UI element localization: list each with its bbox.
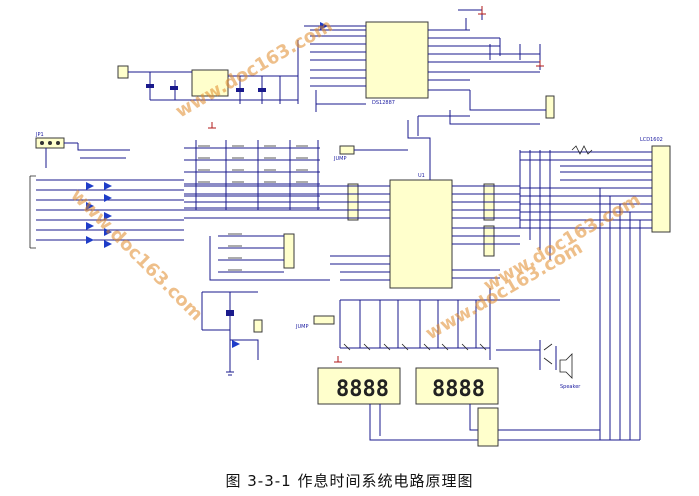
reset-resistor: [253, 319, 263, 333]
reset-circuit: [201, 291, 263, 376]
watermark-left: www.doc163.com: [66, 185, 207, 326]
regulator-chip: [191, 69, 229, 97]
mcu-chip-label: U1: [418, 173, 425, 179]
circuit-schematic: DS12887 JP1: [29, 6, 671, 447]
led-column-a: [86, 182, 94, 244]
power-regulator: [117, 40, 299, 104]
seven-seg-digits-b: 8888: [432, 377, 485, 402]
led-column-b: [104, 182, 112, 248]
button-group: [209, 233, 330, 281]
header-small: [545, 95, 555, 119]
mcu-section: U1 JUMP: [184, 120, 520, 289]
rtc-chip: [365, 21, 429, 99]
lcd-connector: [651, 145, 671, 233]
lcd-label: LCD1602: [640, 137, 663, 143]
jump-label: JUMP: [333, 156, 346, 162]
rtc-chip-label: DS12887: [372, 100, 395, 106]
seven-seg-digits-a: 8888: [336, 377, 389, 402]
jumper-bottom: [313, 315, 335, 325]
power-jack: [117, 65, 129, 79]
watermark-top: www.doc163.com: [172, 15, 336, 122]
rtc-section: DS12887: [304, 9, 555, 136]
jump-bottom-label: JUMP: [295, 324, 308, 330]
figure-caption: 图 3-3-1 作息时间系统电路原理图: [225, 472, 474, 490]
lcd-section: LCD1602: [519, 137, 671, 440]
speaker-section: Speaker: [496, 340, 581, 390]
jump-header: [339, 145, 355, 155]
resistor-pack-right-bottom: [483, 225, 495, 257]
resistor-pack-bottom: [477, 407, 499, 447]
left-led-section: JP1: [29, 132, 184, 249]
display-section: JUMP 8888 8888: [295, 288, 640, 447]
keypad-matrix: [184, 140, 320, 210]
button-header: [283, 233, 295, 269]
mcu-chip: [389, 179, 453, 289]
jp1-label: JP1: [35, 132, 44, 138]
ground-symbols: [208, 6, 544, 363]
speaker-label: Speaker: [560, 384, 581, 390]
seven-seg-display-a: [317, 367, 401, 405]
seven-seg-display-b: [415, 367, 499, 405]
